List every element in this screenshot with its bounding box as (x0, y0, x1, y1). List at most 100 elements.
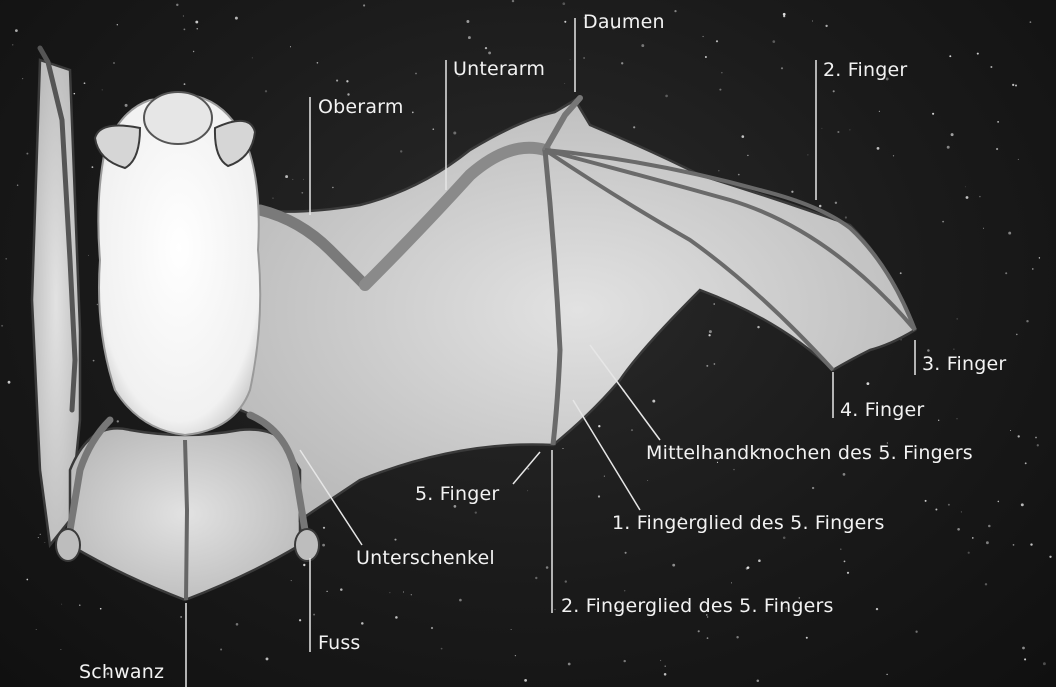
star (837, 131, 839, 133)
star (12, 44, 13, 45)
star (84, 82, 86, 84)
star (403, 592, 404, 593)
star (783, 536, 786, 539)
star (1024, 658, 1026, 660)
star (1035, 437, 1037, 439)
star (1030, 21, 1032, 23)
label-1-fingerglied-5-finger: 1. Fingerglied des 5. Fingers (612, 512, 885, 534)
star (303, 179, 304, 180)
star (957, 528, 960, 531)
star (193, 51, 194, 52)
star (88, 255, 89, 256)
label-4-finger: 4. Finger (840, 399, 924, 421)
star (583, 57, 585, 59)
star (511, 629, 512, 630)
label-2-fingerglied-5-finger: 2. Fingerglied des 5. Fingers (561, 595, 834, 617)
star (849, 129, 850, 130)
star (346, 80, 348, 82)
left-foot (56, 529, 80, 561)
star (113, 62, 114, 63)
label-2-finger: 2. Finger (823, 59, 907, 81)
star (1022, 647, 1025, 650)
star (400, 150, 402, 152)
star (997, 121, 999, 123)
star (1013, 544, 1015, 546)
star (972, 537, 974, 539)
star (845, 216, 847, 218)
star (1010, 430, 1011, 431)
star (985, 583, 987, 585)
star (641, 44, 644, 47)
star (1005, 272, 1007, 274)
star (660, 660, 661, 661)
star (468, 36, 471, 39)
star (1018, 159, 1019, 160)
label-unterschenkel: Unterschenkel (356, 547, 495, 569)
star (702, 36, 703, 37)
star (1037, 444, 1039, 446)
star (731, 582, 732, 583)
star (807, 154, 808, 155)
star (475, 511, 477, 513)
star (459, 599, 462, 602)
star (36, 629, 37, 630)
star (527, 468, 529, 470)
star (412, 112, 414, 114)
star (568, 663, 571, 666)
star (736, 636, 738, 638)
star (195, 21, 198, 24)
star (299, 619, 301, 621)
star (938, 420, 939, 421)
star (738, 174, 740, 176)
star (313, 614, 315, 616)
star (957, 318, 958, 319)
star (900, 272, 902, 274)
star (935, 509, 937, 511)
star (466, 20, 469, 23)
star (757, 679, 760, 682)
star (821, 128, 822, 129)
right-foot (295, 529, 319, 561)
star (100, 608, 102, 610)
star (893, 155, 894, 156)
star (252, 57, 253, 58)
star (102, 89, 103, 90)
star (968, 552, 970, 554)
star (117, 24, 118, 25)
star (990, 66, 992, 68)
star (570, 59, 571, 60)
star (92, 166, 94, 168)
star (741, 135, 744, 138)
star (840, 549, 841, 550)
star (791, 191, 793, 193)
star (336, 80, 338, 82)
star (290, 46, 291, 47)
star (394, 539, 396, 541)
star (812, 20, 813, 21)
star (93, 360, 95, 362)
star (957, 418, 958, 419)
star (705, 56, 707, 58)
star (15, 29, 18, 32)
label-5-finger: 5. Finger (415, 483, 499, 505)
star (40, 534, 41, 535)
star (733, 469, 734, 470)
star (303, 564, 305, 566)
star (317, 62, 319, 64)
star (1030, 543, 1032, 545)
star (876, 608, 878, 610)
star (265, 90, 267, 92)
star (1026, 320, 1028, 322)
star (951, 133, 954, 136)
label-daumen: Daumen (583, 11, 665, 33)
star (942, 221, 944, 223)
star (665, 95, 668, 98)
star (915, 631, 917, 633)
star (117, 420, 119, 422)
star (535, 577, 537, 579)
label-mittelhandknochen-5-finger: Mittelhandknochen des 5. Fingers (646, 442, 973, 464)
star (965, 186, 966, 187)
leader-fingerglied1 (573, 400, 640, 510)
star (1012, 84, 1014, 86)
